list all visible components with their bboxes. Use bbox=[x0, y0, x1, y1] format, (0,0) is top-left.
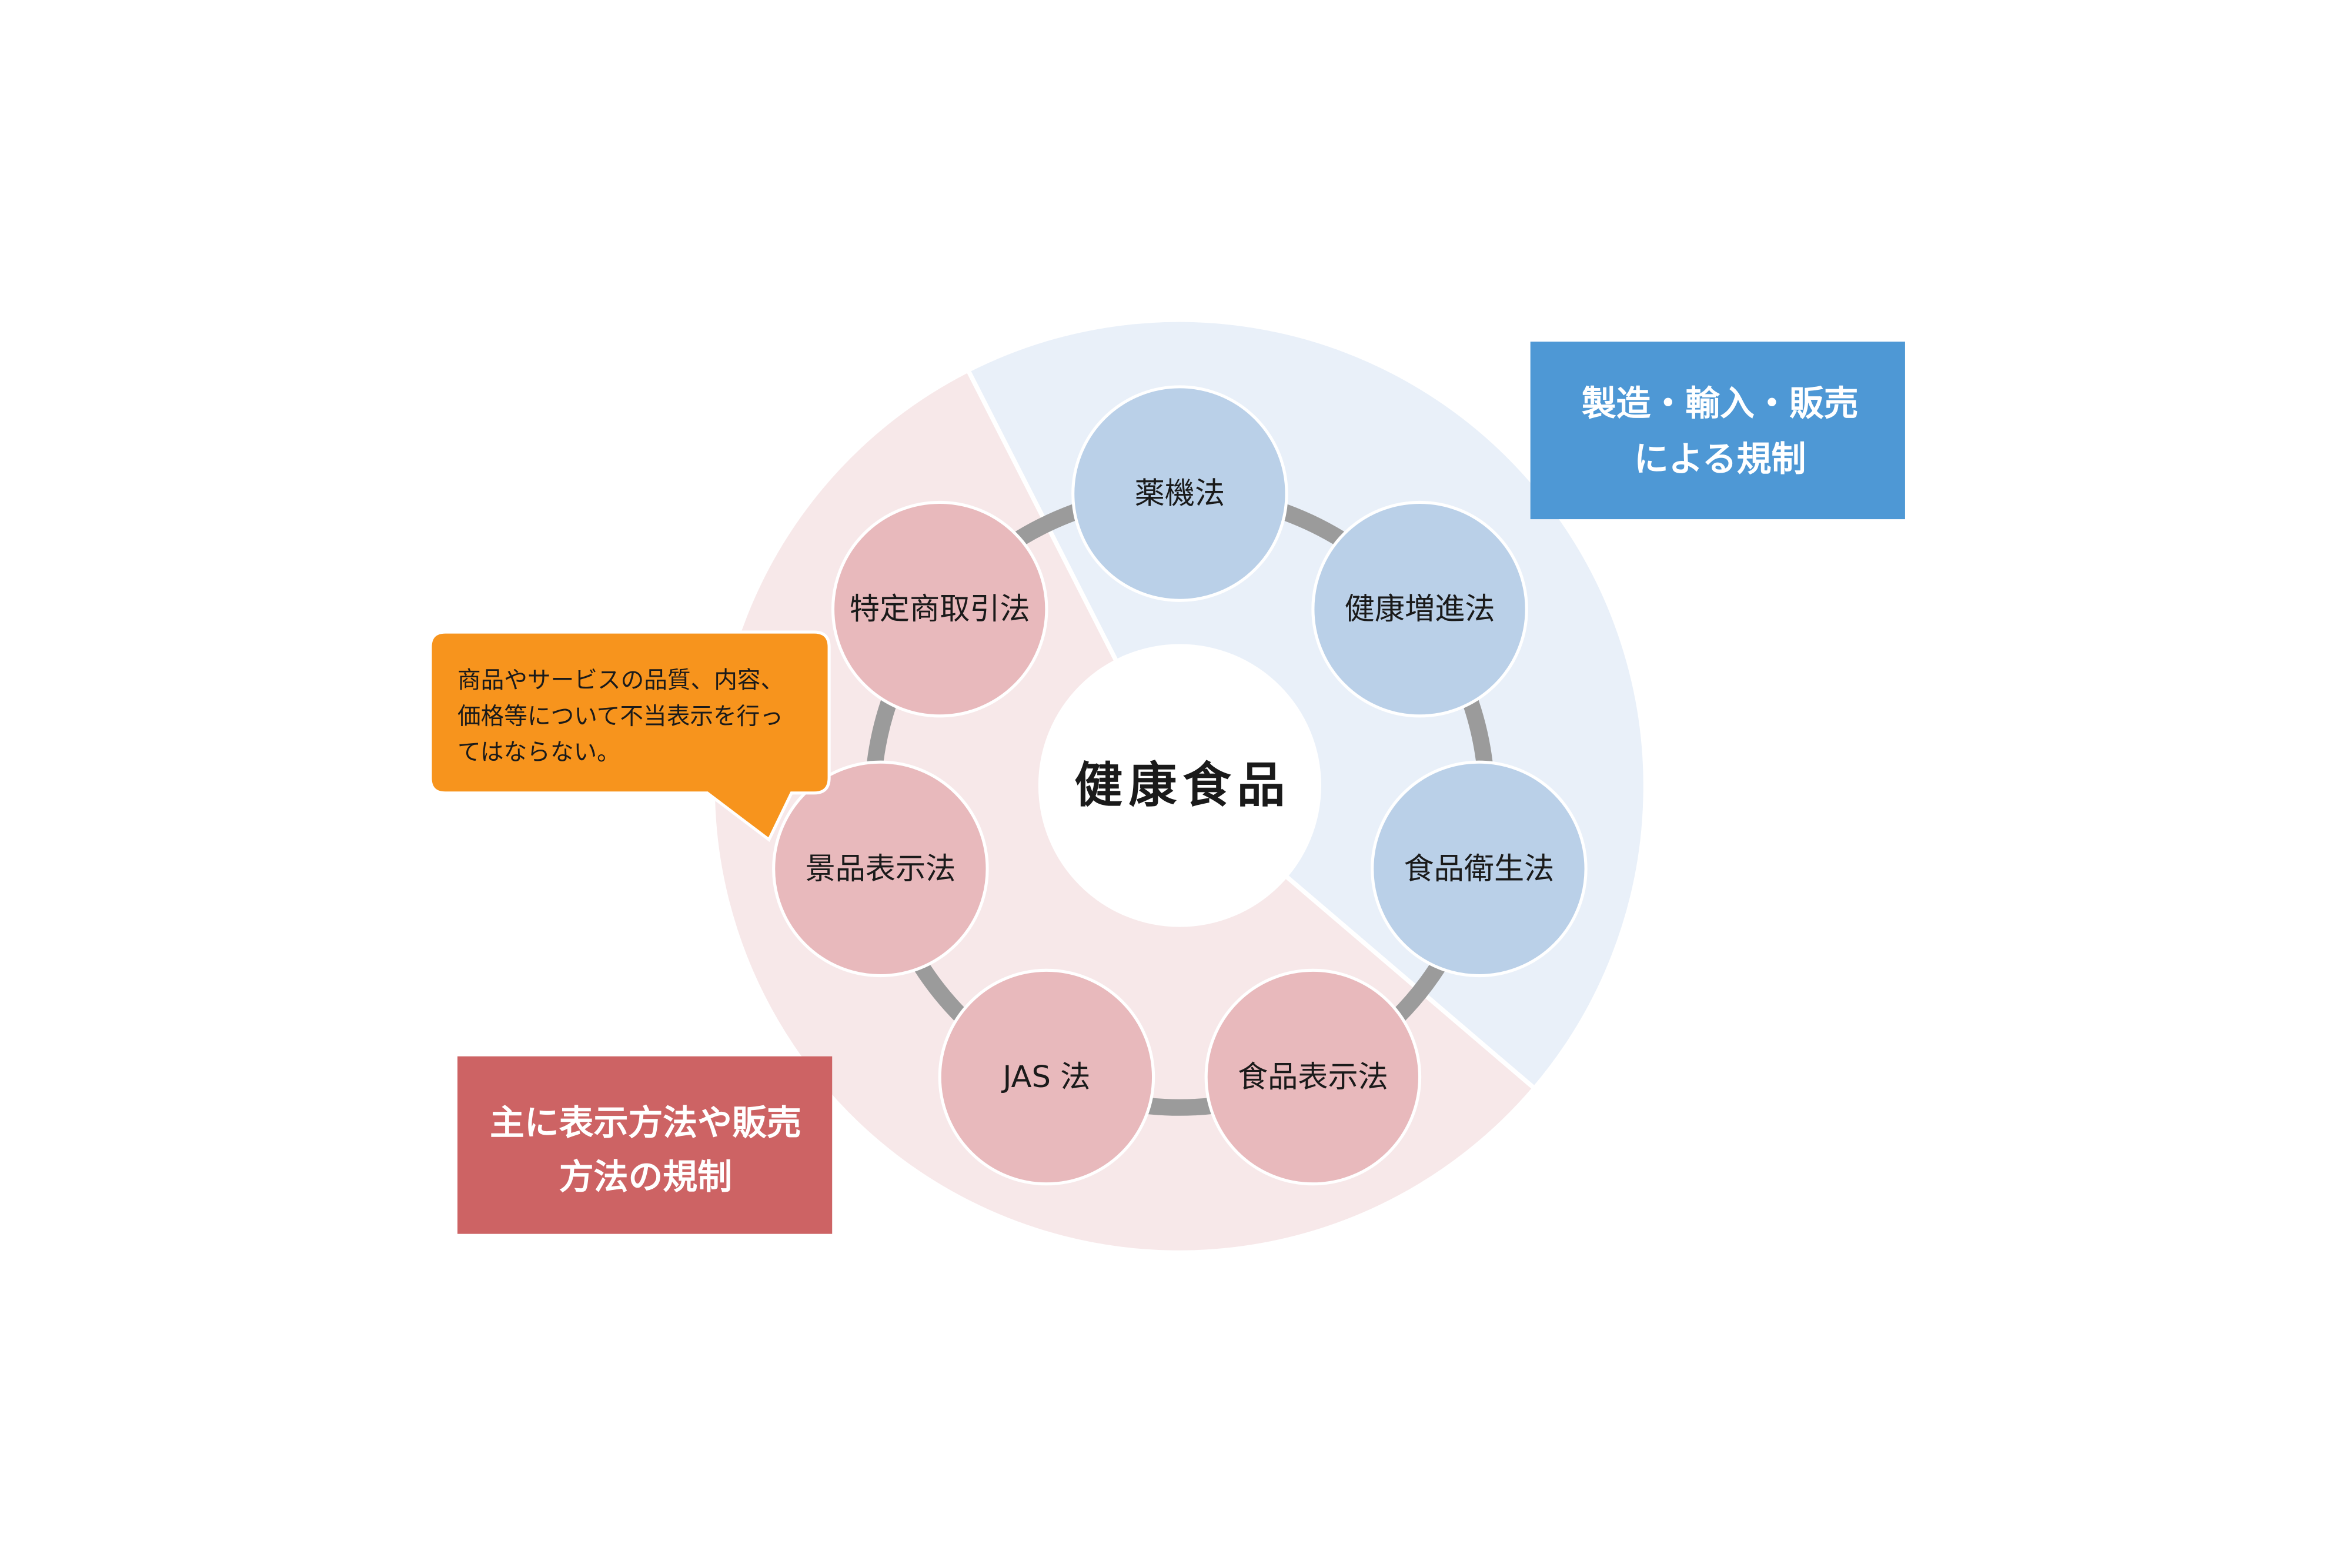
callout-bubble: 商品やサービスの品質、内容、 価格等について不当表示を行っ てはならない。 bbox=[429, 630, 831, 842]
law-node-circle bbox=[831, 500, 1048, 718]
law-node-circle bbox=[1204, 968, 1422, 1186]
law-node-health-promotion: 健康増進法 bbox=[1311, 500, 1528, 718]
law-node-jas: JAS 法 bbox=[938, 968, 1155, 1186]
law-node-circle bbox=[1071, 385, 1288, 602]
law-node-circle bbox=[938, 968, 1155, 1186]
law-node-label: 景品表示法 bbox=[805, 851, 956, 887]
callout-shape bbox=[429, 630, 831, 842]
center-hub bbox=[1038, 644, 1321, 927]
law-node-food-labeling: 食品表示法 bbox=[1204, 968, 1422, 1186]
law-node-circle bbox=[1371, 760, 1588, 978]
law-node-food-sanitation: 食品衛生法 bbox=[1371, 760, 1588, 978]
law-node-circle bbox=[772, 760, 989, 978]
law-node-pharmaceutical-affairs: 薬機法 bbox=[1071, 385, 1288, 602]
law-node-circle bbox=[1311, 500, 1528, 718]
manufacturing-label-background bbox=[1530, 342, 1905, 520]
callout-line: 商品やサービスの品質、内容、 bbox=[457, 667, 784, 694]
law-node-label: 食品表示法 bbox=[1238, 1059, 1388, 1095]
callout-line: 価格等について不当表示を行っ bbox=[457, 703, 783, 730]
law-node-label: JAS 法 bbox=[1001, 1059, 1090, 1095]
labeling-label-line: 主に表示方法や販売 bbox=[490, 1102, 801, 1143]
labeling-label-background bbox=[457, 1056, 833, 1234]
law-node-premiums-representations: 景品表示法 bbox=[772, 760, 989, 978]
law-node-label: 食品衛生法 bbox=[1404, 851, 1554, 887]
manufacturing-label-line: 製造・輸入・販売 bbox=[1582, 383, 1859, 424]
law-node-label: 薬機法 bbox=[1135, 476, 1225, 511]
center-label: 健康食品 bbox=[1074, 758, 1291, 814]
manufacturing-label-box: 製造・輸入・販売 による規制 bbox=[1530, 342, 1905, 520]
manufacturing-label-line: による規制 bbox=[1634, 439, 1806, 479]
law-node-specified-commercial-transactions: 特定商取引法 bbox=[831, 500, 1048, 718]
labeling-label-box: 主に表示方法や販売 方法の規制 bbox=[457, 1056, 833, 1234]
callout-line: てはならない。 bbox=[457, 739, 620, 766]
law-node-label: 特定商取引法 bbox=[850, 591, 1030, 627]
labeling-label-line: 方法の規制 bbox=[559, 1156, 732, 1197]
law-node-label: 健康増進法 bbox=[1345, 591, 1495, 627]
